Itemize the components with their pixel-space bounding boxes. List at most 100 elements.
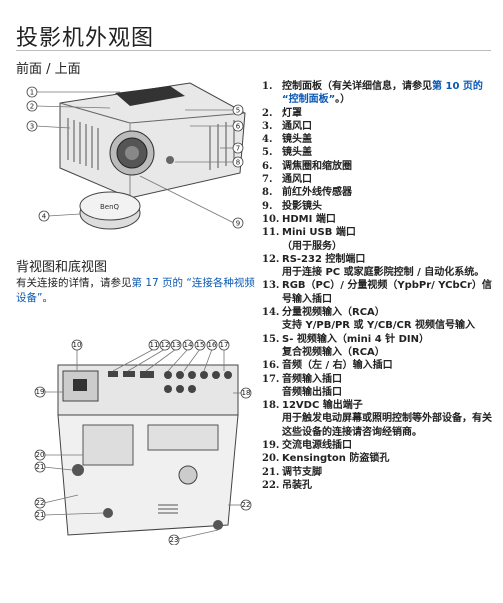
list-item-text: 镜头盖: [282, 133, 492, 146]
list-item-label: 通风口: [282, 174, 312, 186]
callout-23: 23: [170, 536, 179, 544]
connection-link[interactable]: 第 17 页的 “连接各种视频设备”: [16, 277, 255, 304]
list-item-number: 16.: [262, 360, 280, 372]
front-projector-illustration: BenQ 1 2 3 4 5 6 7 8 9: [26, 82, 246, 230]
list-item: 8. 前红外线传感器: [262, 186, 492, 199]
list-item-text: Mini USB 端口（用于服务）: [282, 226, 492, 253]
list-item: 9.投影镜头: [262, 200, 492, 213]
list-item-number: 4.: [262, 134, 273, 146]
list-item-number: 17.: [262, 373, 280, 385]
brand-label: BenQ: [100, 203, 120, 211]
list-item-number: 6.: [262, 160, 273, 172]
list-item-label: 灯罩: [282, 107, 302, 119]
list-item: 16.音频（左 / 右）输入插口: [262, 359, 492, 372]
callout-22b: 22: [242, 501, 251, 509]
callout-10: 10: [73, 341, 82, 349]
list-item-text: 调节支脚: [282, 466, 492, 479]
rear-projector-illustration: 10 11 12 13 14 15 16 17 19 18 20 21 22 2…: [34, 339, 252, 545]
list-item-label: 镜头盖: [282, 147, 312, 159]
callout-20: 20: [36, 451, 45, 459]
list-item: 17.音频输入插口音频输出插口: [262, 373, 492, 400]
list-item-subtext: 音频输出插口: [282, 386, 342, 398]
control-panel-link[interactable]: 第 10 页的 “控制面板”: [282, 81, 483, 106]
list-item-subtext: 用于连接 PC 或家庭影院控制 / 自动化系统。: [282, 267, 485, 279]
callout-18: 18: [242, 389, 251, 397]
callout-21: 21: [36, 463, 45, 471]
callout-6: 6: [236, 123, 241, 131]
list-item-text: 通风口: [282, 120, 492, 133]
list-item-number: 7.: [262, 174, 273, 186]
list-item: 14.分量视频输入（RCA）支持 Y/PB/PR 或 Y/CB/CR 视频信号输…: [262, 306, 492, 333]
list-item-label: 调焦圈和缩放圈: [282, 160, 352, 172]
list-item: 12.RS-232 控制端口用于连接 PC 或家庭影院控制 / 自动化系统。: [262, 253, 492, 280]
list-item: 11.Mini USB 端口（用于服务）: [262, 226, 492, 253]
list-item-text: 灯罩: [282, 107, 492, 120]
list-item-label: 音频（左 / 右）输入插口: [282, 360, 393, 372]
callout-22: 22: [36, 499, 45, 507]
list-item: 21.调节支脚: [262, 466, 492, 479]
list-item-text: 12VDC 输出端子用于触发电动屏幕或照明控制等外部设备，有关这些设备的连接请咨…: [282, 399, 492, 439]
page-title: 投影机外观图: [16, 26, 155, 51]
list-item-number: 3.: [262, 120, 273, 132]
list-item-text: 吊装孔: [282, 479, 492, 492]
list-item: 5.镜头盖: [262, 146, 492, 159]
rear-description: 有关连接的详情，请参见第 17 页的 “连接各种视频设备”。: [16, 277, 255, 304]
list-item-number: 19.: [262, 440, 280, 452]
callout-4: 4: [42, 213, 47, 221]
callout-16: 16: [208, 341, 217, 349]
list-item-label: 镜头盖: [282, 134, 312, 146]
list-item-text: 通风口: [282, 173, 492, 186]
list-item: 7. 通风口: [262, 173, 492, 186]
list-item-text: 调焦圈和缩放圈: [282, 160, 492, 173]
list-item: 22.吊装孔: [262, 479, 492, 492]
title-divider: [16, 50, 491, 51]
list-item-label: 交流电源线插口: [282, 440, 352, 452]
list-item-text: HDMI 端口: [282, 213, 492, 226]
list-item-text: Kensington 防盗锁孔: [282, 452, 492, 465]
list-item: 4. 镜头盖: [262, 133, 492, 146]
list-item: 18.12VDC 输出端子用于触发电动屏幕或照明控制等外部设备，有关这些设备的连…: [262, 399, 492, 439]
list-item-subtext: （用于服务）: [282, 240, 342, 252]
callout-5: 5: [236, 107, 240, 115]
list-item-text: 镜头盖: [282, 146, 492, 159]
list-item-label: 12VDC 输出端子: [282, 400, 363, 412]
callout-15: 15: [196, 341, 205, 349]
parts-list: 1.控制面板（有关详细信息，请参见第 10 页的 “控制面板”。）2. 灯罩 3. 通…: [262, 80, 492, 492]
list-item-text: 音频（左 / 右）输入插口: [282, 359, 492, 372]
list-item: 2. 灯罩: [262, 107, 492, 120]
list-item: 1.控制面板（有关详细信息，请参见第 10 页的 “控制面板”。）: [262, 80, 492, 107]
list-item-label: RS-232 控制端口: [282, 253, 366, 265]
list-item-label: S- 视频输入（mini 4 针 DIN）: [282, 333, 430, 345]
list-item-text: S- 视频输入（mini 4 针 DIN）复合视频输入（RCA）: [282, 333, 492, 360]
callout-19: 19: [36, 388, 45, 396]
list-item-label: 调节支脚: [282, 466, 322, 478]
list-item-label: HDMI 端口: [282, 213, 336, 225]
list-item-label: 控制面板（有关详细信息，请参见: [282, 81, 432, 92]
list-item-number: 15.: [262, 333, 280, 345]
callout-12: 12: [161, 341, 170, 349]
list-item: 19.交流电源线插口: [262, 439, 492, 452]
list-item-number: 8.: [262, 187, 273, 199]
list-item-number: 12.: [262, 253, 280, 265]
list-item-text: 投影镜头: [282, 200, 492, 213]
callout-11: 11: [150, 341, 159, 349]
list-item-text: 前红外线传感器: [282, 186, 492, 199]
list-item: 10.HDMI 端口: [262, 213, 492, 226]
list-item-label: RGB（PC）/ 分量视频（YpbPr/ YCbCr）信号输入插口: [282, 280, 492, 305]
callout-1: 1: [30, 89, 34, 97]
callout-17: 17: [220, 341, 229, 349]
list-item-text: 音频输入插口音频输出插口: [282, 373, 492, 400]
list-item: 3. 通风口: [262, 120, 492, 133]
list-item-number: 11.: [262, 227, 280, 239]
callout-3: 3: [30, 123, 34, 131]
list-item: 13.RGB（PC）/ 分量视频（YpbPr/ YCbCr）信号输入插口: [262, 279, 492, 306]
list-item-label: 吊装孔: [282, 479, 312, 491]
list-item-text: 分量视频输入（RCA）支持 Y/PB/PR 或 Y/CB/CR 视频信号输入: [282, 306, 492, 333]
list-item-subtext: 用于触发电动屏幕或照明控制等外部设备，有关这些设备的连接请咨询经销商。: [282, 413, 492, 438]
list-item-number: 2.: [262, 107, 273, 119]
list-item-label: 投影镜头: [282, 200, 322, 212]
callout-7: 7: [236, 145, 240, 153]
callout-8: 8: [236, 159, 240, 167]
callout-9: 9: [236, 220, 240, 228]
list-item-subtext: 复合视频输入（RCA）: [282, 346, 385, 358]
